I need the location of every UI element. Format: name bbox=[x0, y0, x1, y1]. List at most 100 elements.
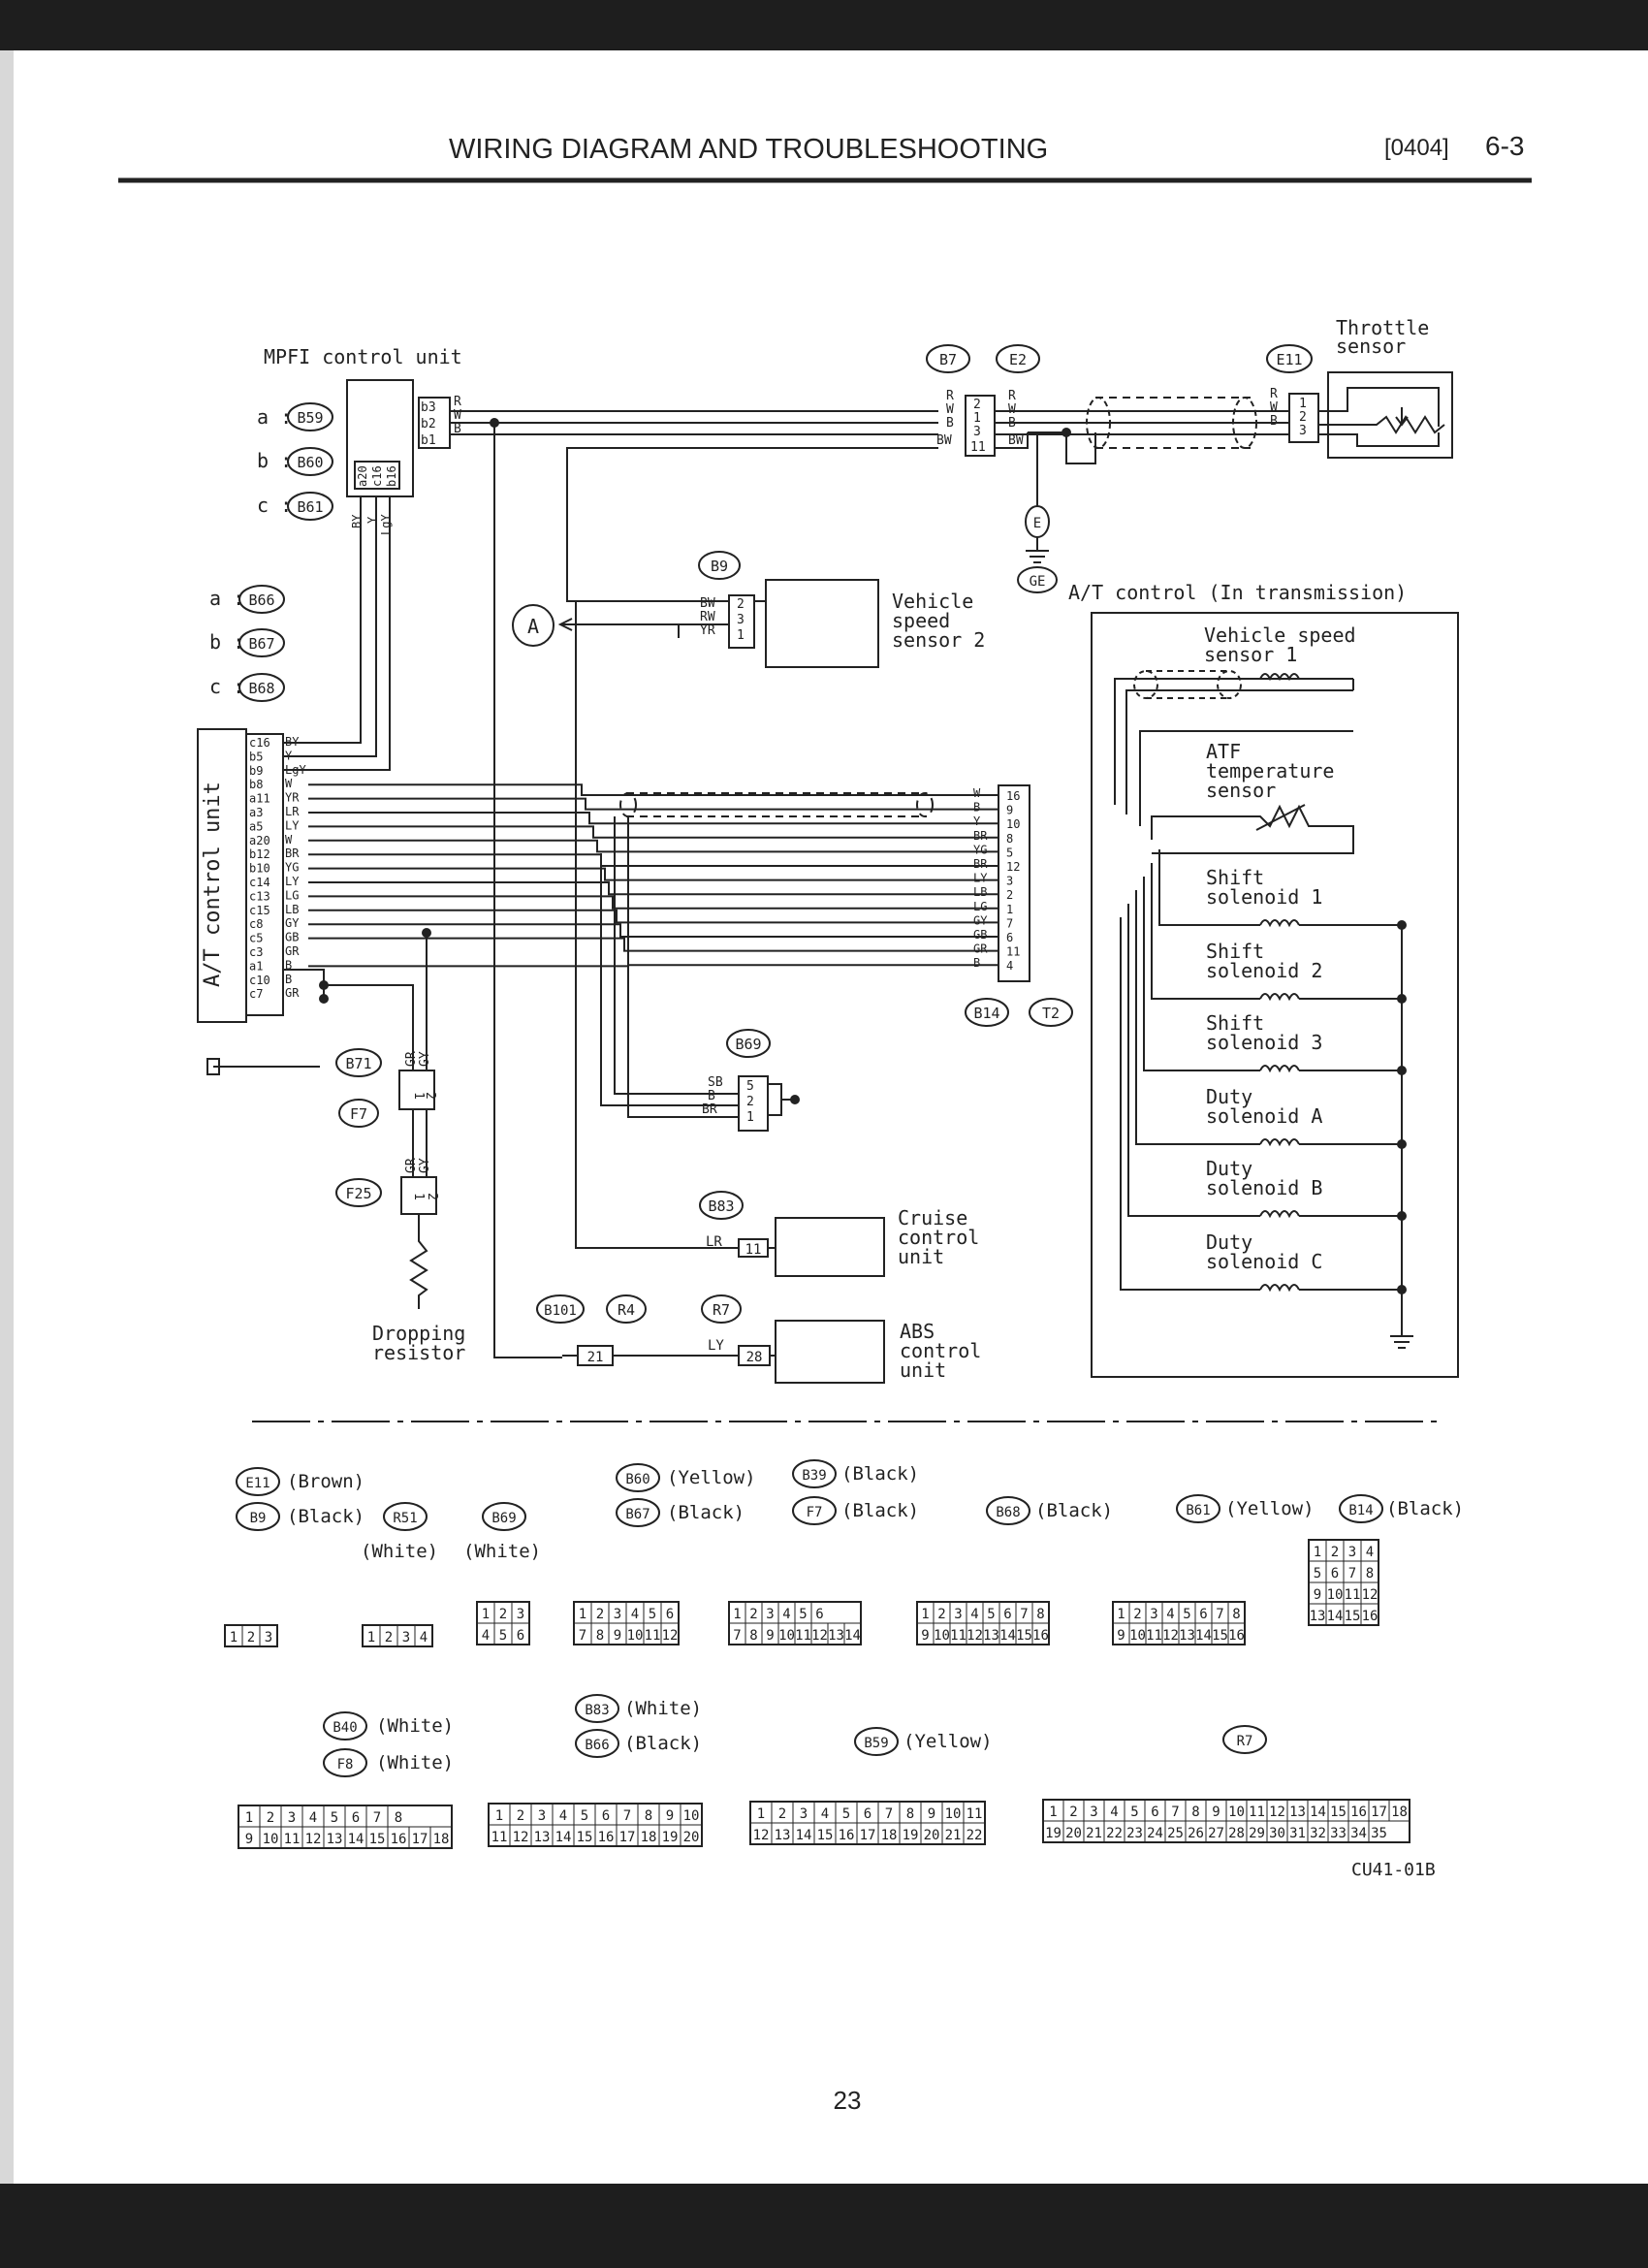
r4-id: R4 bbox=[618, 1301, 635, 1319]
harness-wire-5 bbox=[308, 853, 998, 867]
legend-f7-id: F7 bbox=[807, 1505, 823, 1520]
throttle-title-1: Throttle bbox=[1336, 316, 1429, 339]
trans-wire-10: GB bbox=[973, 928, 987, 942]
legend-conn-20-pin-16: 16 bbox=[598, 1830, 615, 1845]
throttle-circuit-wires bbox=[450, 410, 938, 1358]
legend-conn-35-pin-32: 32 bbox=[1310, 1826, 1326, 1841]
dutyB-label-1: Duty bbox=[1206, 1157, 1252, 1180]
legend-conn-22-pin-22: 22 bbox=[967, 1828, 983, 1843]
legend-conn-14-pin-8: 8 bbox=[749, 1628, 757, 1644]
legend-conn-20-pin-10: 10 bbox=[683, 1808, 700, 1824]
legend-conn-16v-pin-7: 7 bbox=[1348, 1566, 1356, 1581]
legend-b39-badge bbox=[792, 1459, 837, 1488]
legend-conn-16b-pin-4: 4 bbox=[1166, 1607, 1174, 1622]
legend-conn-18-pin-15: 15 bbox=[369, 1832, 386, 1847]
legend-conn-22-pin-11: 11 bbox=[967, 1806, 983, 1822]
b7-pin-2: 2 bbox=[973, 398, 981, 412]
legend-b9-color: (Black) bbox=[287, 1506, 364, 1527]
legend-conn-20-pin-9: 9 bbox=[666, 1808, 674, 1824]
legend-conn-14-pin-1: 1 bbox=[733, 1607, 741, 1622]
legend-conn-18-pin-6: 6 bbox=[352, 1810, 360, 1826]
legend-conn-6-pin-6: 6 bbox=[517, 1628, 524, 1644]
legend-conn-4-pin-3: 3 bbox=[402, 1630, 410, 1645]
trans-connector bbox=[998, 784, 1030, 982]
legend-conn-35-pin-11: 11 bbox=[1249, 1805, 1265, 1820]
e2-wire-r: R bbox=[1008, 389, 1016, 403]
shift2-label-2: solenoid 2 bbox=[1206, 959, 1322, 982]
legend-conn-16b-pin-11: 11 bbox=[1146, 1628, 1162, 1644]
legend-conn-16a-pin-1: 1 bbox=[921, 1607, 929, 1622]
mpfi-wire-b: B bbox=[454, 422, 461, 436]
b9-id: B9 bbox=[711, 558, 728, 575]
legend-conn-35-pin-28: 28 bbox=[1228, 1826, 1245, 1841]
legend-r7-id: R7 bbox=[1237, 1734, 1253, 1749]
mpfi-pin-b3: b3 bbox=[421, 400, 436, 415]
trans-wire-9: GY bbox=[973, 913, 988, 927]
atf-label-2: temperature bbox=[1206, 759, 1334, 783]
dutyA-label-1: Duty bbox=[1206, 1085, 1252, 1108]
legend-b66-badge bbox=[575, 1729, 619, 1758]
legend-conn-16b-pin-12: 12 bbox=[1162, 1628, 1179, 1644]
harness-wire-2 bbox=[308, 812, 998, 825]
b71-pin-1: 1 bbox=[411, 1092, 426, 1100]
at-control-box bbox=[1091, 612, 1459, 1378]
legend-e11-color: (Brown) bbox=[287, 1471, 364, 1492]
legend-b59-id: B59 bbox=[864, 1736, 888, 1751]
legend-b69-badge bbox=[482, 1502, 526, 1531]
legend-conn-14-pin-6: 6 bbox=[815, 1607, 823, 1622]
mpfi-to-tcu-wires bbox=[283, 496, 391, 771]
harness-wire-8 bbox=[308, 895, 998, 910]
legend-conn-12-pin-8: 8 bbox=[596, 1628, 604, 1644]
tcu-wire-b12: BR bbox=[285, 847, 300, 860]
tcu-wire-c14: LY bbox=[285, 875, 300, 888]
legend-conn-12-pin-4: 4 bbox=[631, 1607, 639, 1622]
tcu-pin-b8: b8 bbox=[249, 778, 263, 791]
legend-conn-18-pin-1: 1 bbox=[245, 1810, 253, 1826]
legend-conn-18-pin-3: 3 bbox=[288, 1810, 296, 1826]
b7-badge bbox=[926, 344, 970, 373]
dutyA-wire bbox=[1135, 890, 1260, 1145]
trans-wire-3: BR bbox=[973, 829, 988, 843]
e2-badge bbox=[996, 344, 1040, 373]
legend-conn-16a-pin-4: 4 bbox=[970, 1607, 978, 1622]
legend-e11-id: E11 bbox=[245, 1476, 269, 1491]
f25-id: F25 bbox=[345, 1185, 371, 1202]
wire-by bbox=[283, 496, 362, 744]
legend-conn-18-pin-9: 9 bbox=[245, 1832, 253, 1847]
r4-badge bbox=[606, 1294, 647, 1324]
atf-label-3: sensor bbox=[1206, 779, 1276, 802]
tcu-conn-b-id: B67 bbox=[248, 635, 274, 653]
legend-conn-22-pin-6: 6 bbox=[864, 1806, 872, 1822]
trans-wire-12: B bbox=[973, 956, 980, 970]
legend-b59-badge bbox=[854, 1727, 899, 1756]
e11-id: E11 bbox=[1276, 351, 1302, 368]
legend-b69-id: B69 bbox=[491, 1511, 516, 1526]
trans-pin-16: 16 bbox=[1006, 789, 1020, 803]
legend-b68-badge bbox=[986, 1496, 1030, 1525]
tcu-wire-c7: GR bbox=[285, 986, 300, 1000]
trans-pin-3: 3 bbox=[1006, 875, 1013, 888]
b7-wire-bw: BW bbox=[936, 433, 952, 448]
trans-wire-0: W bbox=[973, 786, 981, 800]
abs-unit-box bbox=[775, 1320, 885, 1384]
legend-conn-22-pin-4: 4 bbox=[821, 1806, 829, 1822]
mpfi-pin-b2: b2 bbox=[421, 417, 436, 431]
legend-conn-12-pin-2: 2 bbox=[596, 1607, 604, 1622]
resistor-label-1: Dropping bbox=[372, 1322, 465, 1345]
t2-id: T2 bbox=[1042, 1005, 1060, 1022]
tcu-wire-c10: B bbox=[285, 973, 292, 986]
tcu-pin-c14: c14 bbox=[249, 876, 270, 889]
legend-conn-35-pin-35: 35 bbox=[1371, 1826, 1387, 1841]
b69-pin-2: 2 bbox=[746, 1095, 754, 1109]
tcu-conn-c-id: B68 bbox=[248, 680, 274, 697]
tcu-pin-b9: b9 bbox=[249, 764, 263, 778]
vss2-label-3: sensor 2 bbox=[892, 628, 985, 652]
legend-conn-35-pin-1: 1 bbox=[1049, 1805, 1057, 1820]
b7-id: B7 bbox=[939, 351, 957, 368]
b7-wire-r: R bbox=[946, 389, 954, 403]
legend-conn-14-pin-11: 11 bbox=[795, 1628, 811, 1644]
trans-pin-5: 5 bbox=[1006, 846, 1013, 859]
legend-conn-35-pin-7: 7 bbox=[1171, 1805, 1179, 1820]
legend-conn-14-pin-9: 9 bbox=[766, 1628, 774, 1644]
